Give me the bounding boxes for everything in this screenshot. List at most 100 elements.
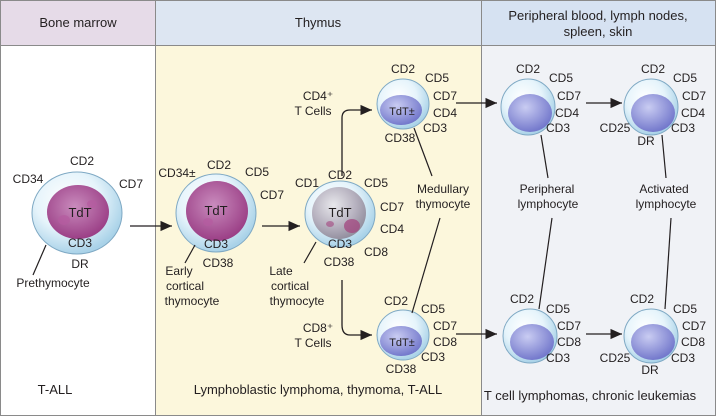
marker-cd8: CD8 bbox=[681, 335, 705, 349]
activated-pointer-cd4 bbox=[661, 134, 667, 179]
peripheral-title-line2: spleen, skin bbox=[564, 24, 633, 39]
medullary-label-2: thymocyte bbox=[416, 197, 471, 211]
marker-cd38: CD38 bbox=[203, 256, 234, 270]
marker-cd7: CD7 bbox=[682, 319, 706, 333]
marker-cd7: CD7 bbox=[557, 89, 581, 103]
marker-cd4: CD4 bbox=[555, 106, 579, 120]
marker-cd7: CD7 bbox=[433, 89, 457, 103]
marker-cd8: CD8 bbox=[433, 335, 457, 349]
marker-cd3: CD3 bbox=[421, 350, 445, 364]
activated-pointer-cd8 bbox=[664, 217, 672, 310]
thymus-footer: Lymphoblastic lymphoma, thymoma, T-ALL bbox=[194, 382, 443, 397]
cd4-medullary-nucleus-label: TdT± bbox=[389, 106, 415, 118]
medullary-pointer-cd4 bbox=[413, 127, 433, 177]
marker-cd7: CD7 bbox=[119, 177, 143, 191]
marker-cd2: CD2 bbox=[328, 168, 352, 182]
activated-label-1: Activated bbox=[639, 182, 688, 196]
marker-cd3: CD3 bbox=[204, 237, 228, 251]
marker-cd8: CD8 bbox=[364, 245, 388, 259]
marker-cd4: CD4 bbox=[681, 106, 705, 120]
cd8-tcells-label-1: CD8⁺ bbox=[303, 321, 333, 335]
prethymocyte-nucleus-label: TdT bbox=[68, 205, 91, 220]
cd8-medullary-nucleus-label: TdT± bbox=[389, 337, 415, 349]
marker-cd1: CD1 bbox=[295, 176, 319, 190]
marker-dr: DR bbox=[641, 363, 659, 377]
cd4-peripheral-cell bbox=[500, 78, 556, 136]
bone-marrow-footer: T-ALL bbox=[38, 382, 73, 397]
marker-cd3: CD3 bbox=[423, 121, 447, 135]
marker-cd4: CD4 bbox=[380, 222, 404, 236]
activated-label-2: lymphocyte bbox=[636, 197, 697, 211]
marker-cd5: CD5 bbox=[546, 302, 570, 316]
medullary-label-1: Medullary bbox=[417, 182, 469, 196]
peripheral-pointer-cd4 bbox=[540, 134, 549, 179]
marker-cd25: CD25 bbox=[600, 121, 631, 135]
cd4-tcells-label-2: T Cells bbox=[294, 104, 331, 118]
cd4-tcells-label-1: CD4⁺ bbox=[303, 89, 333, 103]
cd4-medullary-cell: TdT± bbox=[376, 78, 430, 130]
marker-cd5: CD5 bbox=[549, 71, 573, 85]
peripheral-header bbox=[481, 0, 716, 46]
early-cortical-label-2: cortical bbox=[166, 279, 204, 293]
peripheral-label-1: Peripheral bbox=[520, 182, 575, 196]
marker-cd7: CD7 bbox=[557, 319, 581, 333]
marker-cd5: CD5 bbox=[673, 302, 697, 316]
marker-cd3: CD3 bbox=[68, 236, 92, 250]
marker-cd3: CD3 bbox=[671, 121, 695, 135]
marker-cd34-pm: CD34± bbox=[158, 166, 196, 180]
marker-cd2: CD2 bbox=[630, 292, 654, 306]
marker-cd34: CD34 bbox=[13, 172, 44, 186]
marker-cd7: CD7 bbox=[433, 319, 457, 333]
marker-cd38: CD38 bbox=[385, 131, 416, 145]
marker-cd2: CD2 bbox=[70, 154, 94, 168]
bone-marrow-header bbox=[0, 0, 156, 46]
peripheral-pointer-cd8 bbox=[538, 217, 553, 310]
late-cortical-label-3: thymocyte bbox=[270, 294, 325, 308]
marker-cd25: CD25 bbox=[600, 351, 631, 365]
peripheral-label-2: lymphocyte bbox=[518, 197, 579, 211]
early-cortical-label-1: Early bbox=[165, 264, 192, 278]
marker-cd3: CD3 bbox=[546, 121, 570, 135]
early-cortical-pointer bbox=[184, 244, 196, 264]
branch-to-cd8 bbox=[341, 280, 372, 341]
branch-to-cd4 bbox=[341, 104, 372, 176]
late-cortical-nucleus-label: TdT bbox=[328, 205, 351, 220]
marker-cd7: CD7 bbox=[260, 188, 284, 202]
peripheral-title-line1: Peripheral blood, lymph nodes, bbox=[508, 8, 687, 23]
peripheral-footer: T cell lymphomas, chronic leukemias bbox=[484, 388, 697, 403]
thymus-title: Thymus bbox=[295, 15, 342, 30]
marker-cd3: CD3 bbox=[546, 351, 570, 365]
late-cortical-cell: TdT bbox=[304, 180, 376, 248]
marker-cd2: CD2 bbox=[641, 62, 665, 76]
marker-cd5: CD5 bbox=[245, 165, 269, 179]
medullary-pointer-cd8 bbox=[411, 217, 441, 314]
marker-dr: DR bbox=[637, 134, 655, 148]
late-cortical-pointer bbox=[303, 241, 317, 264]
cd8-activated-cell bbox=[623, 308, 679, 364]
thymus-header bbox=[155, 0, 482, 46]
marker-cd38: CD38 bbox=[386, 362, 417, 376]
early-cortical-label-3: thymocyte bbox=[165, 294, 220, 308]
cd8-peripheral-cell bbox=[502, 308, 558, 364]
marker-cd3: CD3 bbox=[328, 237, 352, 251]
marker-cd3: CD3 bbox=[671, 351, 695, 365]
cd8-tcells-label-2: T Cells bbox=[294, 336, 331, 350]
marker-cd2: CD2 bbox=[384, 294, 408, 308]
marker-cd2: CD2 bbox=[510, 292, 534, 306]
late-cortical-label-1: Late bbox=[269, 264, 293, 278]
marker-cd5: CD5 bbox=[673, 71, 697, 85]
marker-cd38: CD38 bbox=[324, 255, 355, 269]
prethymocyte-pointer bbox=[32, 244, 47, 276]
prethymocyte-cell: TdT bbox=[31, 171, 123, 255]
marker-dr: DR bbox=[71, 257, 89, 271]
bone-marrow-title: Bone marrow bbox=[39, 15, 117, 30]
marker-cd2: CD2 bbox=[207, 158, 231, 172]
marker-cd4: CD4 bbox=[433, 106, 457, 120]
marker-cd5: CD5 bbox=[425, 71, 449, 85]
early-cortical-nucleus-label: TdT bbox=[204, 203, 227, 218]
cd4-activated-cell bbox=[623, 78, 679, 136]
marker-cd5: CD5 bbox=[421, 302, 445, 316]
marker-cd8: CD8 bbox=[557, 335, 581, 349]
